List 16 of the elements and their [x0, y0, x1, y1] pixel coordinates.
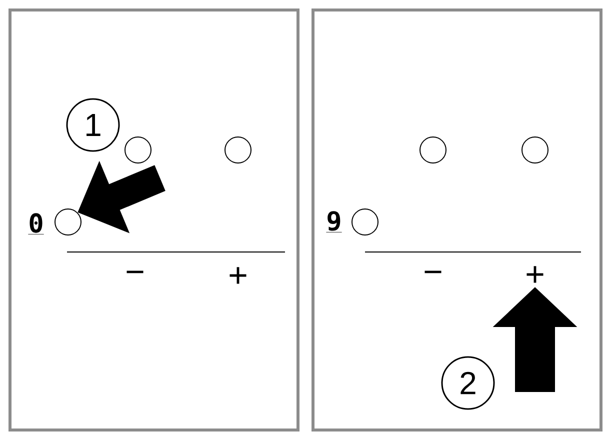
- indicator-circle: [54, 208, 82, 236]
- indicator-circle: [124, 136, 152, 164]
- indicator-circle: [352, 208, 378, 236]
- display-digit: 9: [326, 211, 342, 232]
- panel-frame: [8, 8, 300, 432]
- indicator-circle: [522, 136, 548, 164]
- callout-number: 2: [441, 356, 495, 410]
- minus-key: +: [230, 267, 246, 284]
- minus-key: −: [424, 270, 442, 274]
- indicator-circle: [420, 136, 446, 164]
- indicator-circle: [224, 136, 252, 164]
- display-digit: 0: [28, 213, 44, 234]
- minus-key: −: [126, 270, 144, 274]
- callout-number: 1: [66, 98, 120, 152]
- panel-frame: [312, 8, 602, 432]
- plus-key: +: [526, 266, 544, 283]
